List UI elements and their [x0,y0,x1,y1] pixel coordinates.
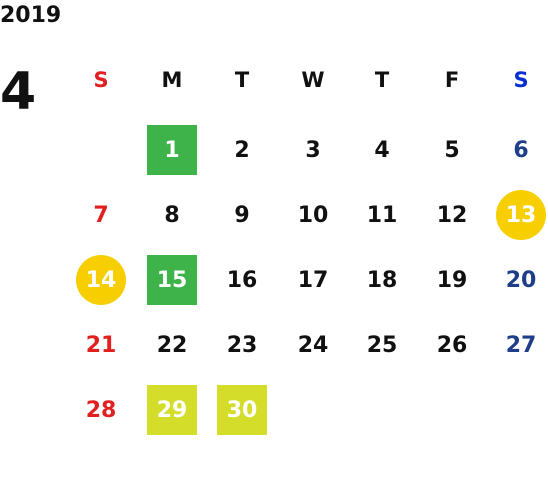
weekday-header: F [444,68,460,92]
calendar-day[interactable]: 14 [76,255,126,305]
calendar-day[interactable]: 27 [505,332,537,358]
calendar-day[interactable]: 29 [147,385,197,435]
calendar-day[interactable]: 20 [505,267,537,293]
calendar-day[interactable]: 26 [436,332,468,358]
calendar-day[interactable]: 23 [226,332,258,358]
weekday-header: S [93,68,109,92]
calendar-day[interactable]: 8 [164,202,180,228]
calendar-day[interactable]: 15 [147,255,197,305]
calendar-day[interactable]: 10 [297,202,329,228]
year-label: 2019 [0,3,62,28]
calendar-day[interactable]: 17 [297,267,329,293]
weekday-header: T [374,68,390,92]
weekday-header: S [513,68,529,92]
calendar-day[interactable]: 13 [496,190,546,240]
calendar-day[interactable]: 28 [85,397,117,423]
calendar-day[interactable]: 7 [93,202,109,228]
calendar-day[interactable]: 5 [444,137,460,163]
calendar-day[interactable]: 30 [217,385,267,435]
calendar-day[interactable]: 1 [147,125,197,175]
calendar-day[interactable]: 2 [234,137,250,163]
calendar-day[interactable]: 22 [156,332,188,358]
calendar-day[interactable]: 3 [305,137,321,163]
calendar-day[interactable]: 12 [436,202,468,228]
month-number: 4 [0,62,37,122]
weekday-header: W [301,68,325,92]
calendar-day[interactable]: 6 [513,137,529,163]
weekday-header: T [234,68,250,92]
calendar-day[interactable]: 19 [436,267,468,293]
calendar-day[interactable]: 25 [366,332,398,358]
calendar-day[interactable]: 9 [234,202,250,228]
calendar-day[interactable]: 16 [226,267,258,293]
calendar-day[interactable]: 18 [366,267,398,293]
weekday-header: M [161,68,183,92]
calendar-day[interactable]: 11 [366,202,398,228]
calendar-day[interactable]: 24 [297,332,329,358]
calendar-day[interactable]: 21 [85,332,117,358]
calendar-day[interactable]: 4 [374,137,390,163]
